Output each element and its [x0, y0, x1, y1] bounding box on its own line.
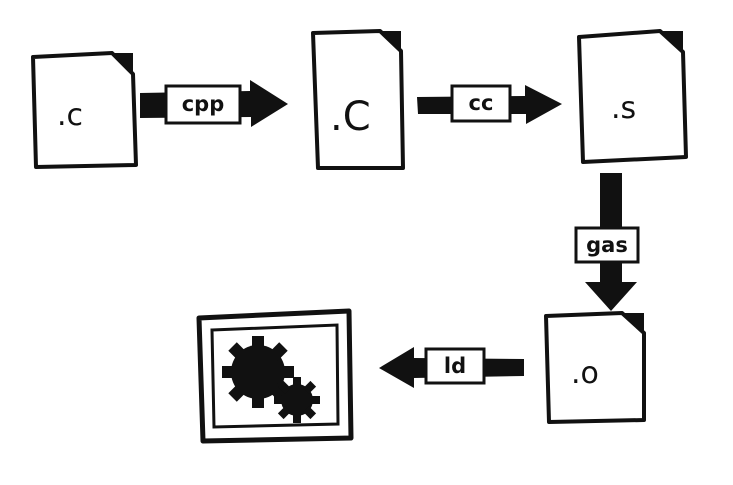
arrow-cc: cc: [417, 84, 562, 124]
arrow-gas: gas: [574, 173, 640, 311]
file-label-c: .c: [57, 98, 83, 133]
tool-label-cpp: cpp: [182, 92, 225, 116]
file-c-preprocessed: .C: [311, 29, 405, 170]
file-label-c-upper: .C: [330, 94, 371, 140]
arrow-cpp: cpp: [140, 80, 288, 127]
arrow-ld: ld: [379, 347, 524, 388]
tool-label-ld: ld: [444, 354, 466, 378]
gears-icon: [222, 336, 320, 423]
file-label-s: .s: [611, 91, 636, 126]
file-assembly: .s: [577, 29, 688, 164]
folded-corner-icon: [112, 53, 133, 74]
executable: [196, 308, 354, 444]
folded-corner-icon: [380, 31, 401, 51]
tool-label-cc: cc: [469, 91, 494, 115]
tool-label-gas: gas: [586, 233, 628, 257]
folded-corner-icon: [660, 31, 683, 52]
file-c-source: .c: [31, 51, 138, 169]
file-object: .o: [544, 311, 646, 424]
folded-corner-icon: [622, 313, 644, 333]
file-label-o: .o: [571, 356, 599, 391]
